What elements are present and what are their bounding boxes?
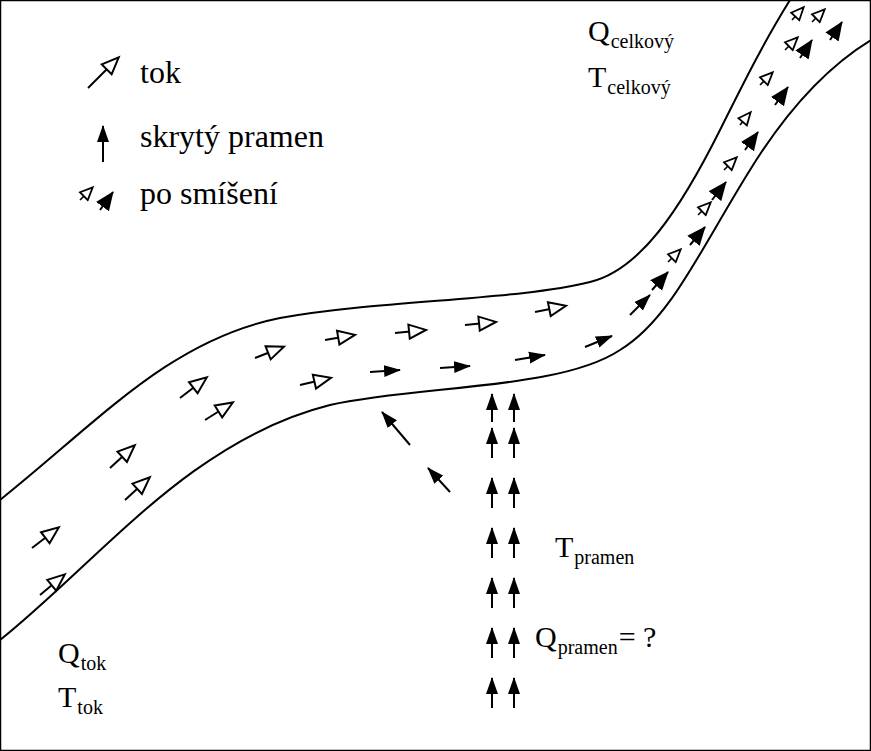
subscript-text: celkový <box>607 77 670 97</box>
legend-text: skrytý pramen <box>140 120 324 152</box>
subscript-text: pramen <box>558 637 618 657</box>
legend-samples <box>80 58 118 210</box>
stream-bank <box>0 0 790 500</box>
legend-text: tok <box>140 56 181 88</box>
quantity-symbol: Q <box>535 622 557 652</box>
mixed-arrows-filled <box>652 22 842 290</box>
label-text: = ? <box>619 622 657 652</box>
hidden-spring-arrows <box>382 394 514 708</box>
subscript-text: pramen <box>574 547 634 567</box>
subscript-text: celkový <box>611 31 674 51</box>
flow-arrows <box>32 306 565 595</box>
quantity-symbol: T <box>58 682 76 712</box>
quantity-symbol: Q <box>588 16 610 46</box>
stream-bank <box>0 40 871 640</box>
quantity-symbol: T <box>555 532 573 562</box>
mixed-arrows-hollow <box>668 8 824 262</box>
subscript-text: tok <box>77 697 103 717</box>
spring-water-arrows <box>370 295 650 372</box>
legend-text: po smíšení <box>140 177 278 209</box>
quantity-symbol: T <box>588 62 606 92</box>
quantity-symbol: Q <box>58 638 80 668</box>
subscript-text: tok <box>81 653 107 673</box>
